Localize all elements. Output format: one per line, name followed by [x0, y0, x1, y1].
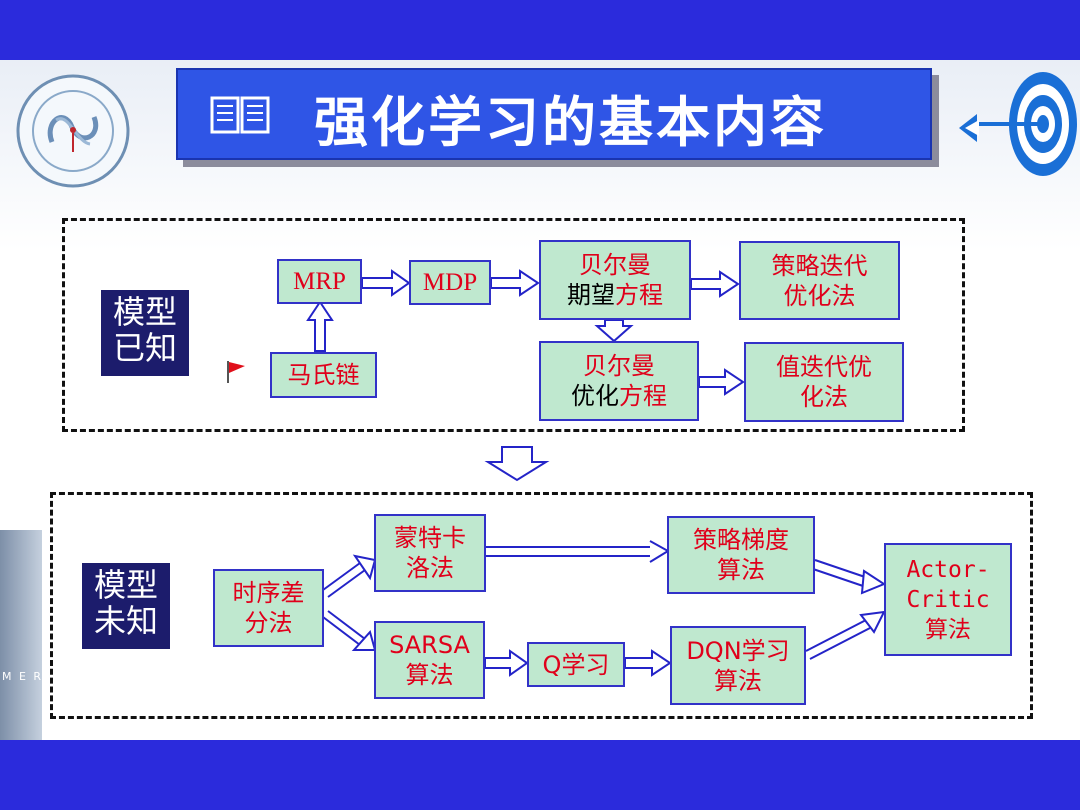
node-monte-carlo: 蒙特卡 洛法 — [374, 514, 486, 592]
known-model-label: 模型 已知 — [101, 290, 189, 376]
arrow-markov-mrp — [306, 300, 334, 352]
arrow-known-unknown — [484, 446, 550, 482]
arrow-td-sarsa — [322, 610, 366, 646]
node-actor-critic: Actor- Critic 算法 — [884, 543, 1012, 656]
node-markov-chain: 马氏链 — [270, 352, 377, 398]
node-policy-iteration: 策略迭代 优化法 — [739, 241, 900, 320]
node-mrp: MRP — [277, 259, 362, 304]
known-model-frame — [62, 218, 965, 432]
unknown-model-frame — [50, 492, 1033, 719]
arrow-sarsa-q — [484, 649, 529, 677]
flag-icon — [227, 361, 245, 383]
node-policy-gradient: 策略梯度 算法 — [667, 516, 815, 594]
arrow-bellman-policy — [690, 270, 740, 298]
node-mdp: MDP — [409, 260, 491, 305]
building-photo — [0, 530, 42, 740]
title-banner: 强化学习的基本内容 — [176, 68, 932, 160]
book-icon — [210, 96, 270, 134]
node-bellman-optimality: 贝尔曼 优化方程 — [539, 341, 699, 421]
unknown-model-label: 模型 未知 — [82, 563, 170, 649]
node-dqn: DQN学习 算法 — [670, 626, 806, 705]
node-bellman-expectation: 贝尔曼 期望方程 — [539, 240, 691, 320]
arrow-mdp-bellman — [490, 269, 540, 297]
node-sarsa: SARSA 算法 — [374, 621, 485, 699]
university-logo — [16, 74, 130, 188]
page-title: 强化学习的基本内容 — [314, 91, 827, 154]
arrow-pg-ac — [812, 559, 869, 588]
node-q-learning: Q学习 — [527, 642, 625, 687]
arrow-mc-pg — [486, 546, 650, 557]
arrow-td-mc — [322, 562, 366, 598]
target-arrow-icon — [959, 72, 1077, 176]
node-td: 时序差 分法 — [213, 569, 324, 647]
arrow-bellman-down — [594, 319, 634, 343]
node-value-iteration: 值迭代优 化法 — [744, 342, 904, 422]
top-bar — [0, 0, 1080, 60]
arrow-bellmanopt-value — [698, 368, 745, 396]
bottom-bar — [0, 740, 1080, 810]
arrow-q-dqn — [624, 649, 672, 677]
arrow-mrp-mdp — [361, 269, 411, 297]
arrow-dqn-ac — [805, 619, 871, 660]
building-sign: M E R — [2, 670, 44, 683]
